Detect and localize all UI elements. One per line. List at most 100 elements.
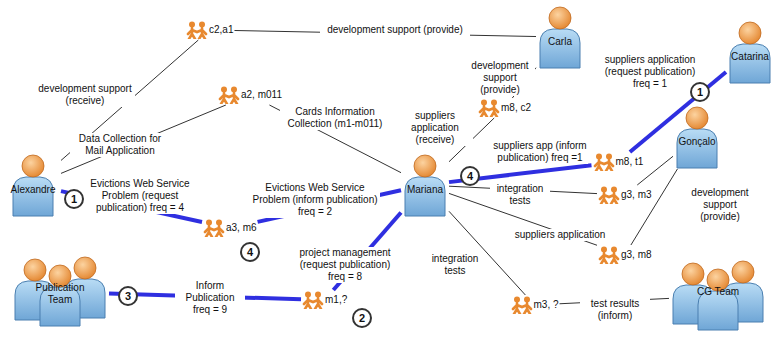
person-body <box>405 177 445 216</box>
pair-head <box>206 220 212 226</box>
pair-head <box>491 100 497 106</box>
edge-label: integration tests <box>425 253 485 277</box>
pair-figures <box>480 106 498 117</box>
interaction-icon: m8, t1 <box>593 153 644 171</box>
interaction-icon: a2, m011 <box>218 86 282 104</box>
edge-label: development support (provide) <box>685 187 755 223</box>
pair-figures <box>513 303 531 314</box>
node-label: m8, t1 <box>616 156 644 168</box>
pair-head <box>221 87 227 93</box>
node-label: a3, m6 <box>226 222 257 234</box>
person-body <box>730 44 770 83</box>
node-label: Alexandre <box>10 184 55 196</box>
pair-symbol <box>593 153 615 171</box>
callout-number: 1 <box>64 189 84 209</box>
person-body <box>540 29 580 68</box>
interaction-icon: c2,a1 <box>186 21 233 39</box>
pair-symbol <box>598 246 620 264</box>
pair-symbol <box>203 219 225 237</box>
node-label: g3, m3 <box>621 189 652 201</box>
node-label: c2,a1 <box>209 24 233 36</box>
node-label: g3, m8 <box>621 249 652 261</box>
pair-symbol <box>478 99 500 117</box>
pair-figures <box>205 226 223 237</box>
node-label: m1,? <box>325 294 347 306</box>
edge-label: suppliers application (receive) <box>397 110 473 146</box>
node-label: Carla <box>548 36 572 48</box>
callout-number: 3 <box>118 286 138 306</box>
pair-head <box>611 187 617 193</box>
pair-figures <box>600 193 618 204</box>
interaction-line <box>269 105 401 173</box>
interaction-line <box>61 105 226 173</box>
person-icon: Alexandre <box>6 154 60 216</box>
person-icon: Catarina <box>727 21 773 83</box>
pair-symbol <box>598 186 620 204</box>
person-head <box>22 155 44 177</box>
interaction-icon: m3, ? <box>511 296 559 314</box>
person-body <box>13 177 53 216</box>
edge-label: Cards Information Collection (m1-m011) <box>280 106 390 130</box>
interaction-icon: g3, m8 <box>598 246 652 264</box>
person-head <box>549 7 571 29</box>
edge-label: Evictions Web Service Problem (request p… <box>80 178 200 214</box>
pair-head <box>189 22 195 28</box>
person-icon: Gonçalo <box>674 106 720 168</box>
person-head <box>739 22 761 44</box>
person-head <box>686 107 708 129</box>
person-head <box>24 259 46 281</box>
pair-head <box>611 247 617 253</box>
edge-label: suppliers application <box>510 229 610 241</box>
node-label: Mariana <box>407 184 443 196</box>
node-label: Publication Team <box>23 282 97 306</box>
pair-figures <box>600 253 618 264</box>
interaction-icon: m1,? <box>302 291 347 309</box>
pair-head <box>305 292 311 298</box>
pair-head <box>199 22 205 28</box>
callout-number: 1 <box>690 82 710 102</box>
edge-label: development support (provide) <box>465 60 535 96</box>
pair-head <box>606 154 612 160</box>
interaction-line <box>631 169 678 245</box>
node-label: m8, c2 <box>501 102 531 114</box>
pair-head <box>514 297 520 303</box>
node-label: Gonçalo <box>678 136 715 148</box>
interaction-icon: a3, m6 <box>203 219 257 237</box>
pair-symbol <box>218 86 240 104</box>
pair-head <box>216 220 222 226</box>
person-head <box>732 261 754 283</box>
person-head <box>74 257 96 279</box>
person-icon: Carla <box>537 6 583 68</box>
edge-label: Inform Publication freq = 9 <box>175 280 245 316</box>
pair-figures <box>304 298 322 309</box>
node-label: Catarina <box>731 51 769 63</box>
edge-label: project management (request publication)… <box>290 247 400 283</box>
pair-head <box>601 187 607 193</box>
pair-symbol <box>302 291 324 309</box>
node-label: m3, ? <box>534 299 559 311</box>
node-label: a2, m011 <box>241 89 282 101</box>
callout-number: 4 <box>240 242 260 262</box>
edge-label: Evictions Web Service Problem (inform pu… <box>250 182 380 218</box>
team-icon: Publication Team <box>12 256 108 328</box>
callout-number: 4 <box>460 166 480 186</box>
edge-label: suppliers application (request publicati… <box>598 54 702 90</box>
edge-label: Data Collection for Mail Application <box>70 133 170 157</box>
edge-label: suppliers app (inform publication) freq … <box>492 140 588 164</box>
interaction-icon: m8, c2 <box>478 99 531 117</box>
pair-head <box>231 87 237 93</box>
person-body <box>677 129 717 168</box>
node-label: CG Team <box>681 286 755 298</box>
team-icon: CG Team <box>670 260 766 332</box>
interaction-icon: g3, m3 <box>598 186 652 204</box>
edge-label: development support (provide) <box>320 24 470 36</box>
person-icon: Mariana <box>402 154 448 216</box>
edge-label: integration tests <box>490 183 550 207</box>
callout-number: 2 <box>352 308 372 328</box>
pair-head <box>315 292 321 298</box>
pair-head <box>596 154 602 160</box>
pair-figures <box>220 93 238 104</box>
pair-figures <box>595 160 613 171</box>
pair-symbol <box>186 21 208 39</box>
